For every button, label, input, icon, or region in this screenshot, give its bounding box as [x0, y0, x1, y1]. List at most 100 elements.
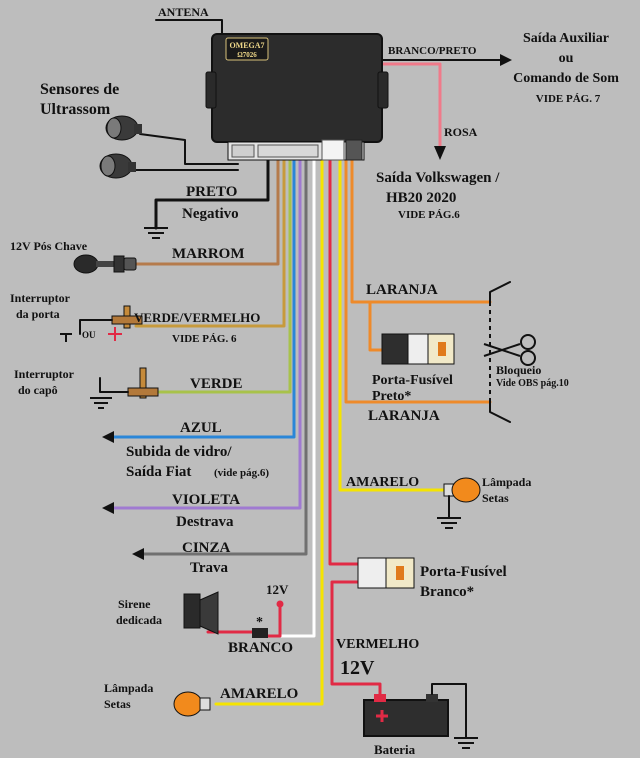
label-dedicada: dedicada	[116, 613, 162, 627]
branco-preto-arrow-icon	[500, 54, 512, 66]
label-cinza: CINZA	[182, 540, 231, 556]
lampada-setas-left-icon	[173, 691, 211, 717]
label-negativo: Negativo	[182, 206, 239, 222]
label-hb20: HB20 2020	[386, 190, 456, 206]
label-sensores: Sensores de	[40, 81, 119, 98]
vermelho-wire	[328, 158, 362, 566]
label-porta-fusivel-preto: Porta-Fusível	[372, 373, 453, 388]
label-setas-right: Setas	[482, 491, 509, 505]
label-azul: AZUL	[180, 420, 222, 436]
label-do-capo: do capô	[18, 383, 58, 397]
label-verde: VERDE	[190, 376, 243, 392]
ground-bateria-icon	[454, 737, 478, 749]
rosa-wire	[378, 62, 442, 150]
ground-preto-icon	[144, 227, 168, 239]
label-branco-preto: BRANCO/PRETO	[388, 45, 477, 57]
label-12v-sirene: 12V	[266, 582, 289, 597]
marrom-wire	[133, 158, 280, 266]
label-vide-pag7: VIDE PÁG. 7	[536, 93, 601, 105]
label-sirene: Sirene	[118, 597, 151, 611]
label-ou-door: OU	[82, 330, 96, 340]
label-lampada-left: Lâmpada	[104, 681, 153, 695]
label-bloqueio: Bloqueio	[496, 363, 541, 377]
label-interruptor-capo: Interruptor	[14, 367, 75, 381]
label-laranja-bottom: LARANJA	[368, 408, 440, 424]
porta-fusivel-branco-icon	[357, 557, 415, 589]
label-branco: BRANCO	[228, 640, 293, 656]
label-vide-pag6-c: (vide pág.6)	[214, 467, 269, 479]
verde-vermelho-wire	[134, 158, 286, 328]
label-comando-de-som: Comando de Som	[513, 71, 619, 86]
alarm-module: OMEGA7 Ω7026	[205, 33, 389, 161]
label-porta-fusivel-branco: Porta-Fusível	[420, 564, 507, 580]
label-amarelo-top: AMARELO	[346, 475, 419, 490]
label-destrava: Destrava	[176, 514, 234, 530]
ultrasonic-sensor-2-icon	[99, 153, 136, 179]
laranja-top-wire	[350, 158, 492, 304]
antenna-wire	[155, 19, 223, 39]
label-preto: PRETO	[186, 184, 237, 200]
sensor-wire-1	[139, 133, 239, 165]
label-trava: Trava	[190, 560, 229, 576]
label-amarelo-bottom: AMARELO	[220, 686, 298, 702]
label-laranja-top: LARANJA	[366, 282, 438, 298]
ground-capo-icon	[90, 397, 112, 409]
ground-door-icon	[60, 333, 72, 342]
label-marrom: MARROM	[172, 246, 244, 262]
key-icon	[73, 254, 137, 274]
label-vide-obs: Vide OBS pág.10	[496, 378, 569, 389]
label-bateria: Bateria	[374, 742, 416, 757]
laranja-bottom-wire	[344, 158, 492, 404]
label-branco-asterisk: Branco*	[420, 584, 474, 600]
amarelo-left-wire	[214, 158, 324, 706]
label-vermelho: VERMELHO	[336, 637, 419, 652]
azul-wire	[110, 158, 296, 439]
branco-wire	[266, 158, 316, 638]
label-rosa: ROSA	[444, 125, 478, 139]
bateria-icon	[363, 683, 467, 739]
label-ultrassom: Ultrassom	[40, 101, 111, 118]
label-vide-pag6-b: VIDE PÁG. 6	[172, 333, 237, 345]
azul-arrow-icon	[102, 431, 114, 443]
module-brand: OMEGA7	[229, 41, 264, 50]
label-verde-vermelho: VERDE/VERMELHO	[134, 310, 260, 325]
bloqueio-cut-icon	[489, 281, 511, 423]
label-saida-fiat: Saída Fiat	[126, 464, 191, 480]
scissors-icon	[483, 334, 536, 366]
module-model: Ω7026	[237, 51, 257, 59]
ultrasonic-sensor-1-icon	[105, 115, 142, 141]
label-lampada-right: Lâmpada	[482, 475, 531, 489]
sirene-12v-terminal-icon	[276, 600, 284, 608]
cinza-wire	[140, 158, 308, 556]
porta-fusivel-preto-icon	[381, 333, 455, 365]
label-vide-pag6-a: VIDE PÁG.6	[398, 209, 460, 221]
label-12v-bateria: 12V	[340, 657, 375, 679]
label-saida-vw: Saída Volkswagen /	[376, 170, 500, 186]
rosa-arrow-icon	[434, 146, 446, 160]
label-asterisk-sirene: *	[256, 615, 263, 630]
label-subida-vidro: Subida de vidro/	[126, 444, 232, 460]
door-switch-icon	[79, 305, 143, 335]
label-saida-auxiliar: Saída Auxiliar	[523, 31, 609, 46]
sirene-12v-wire	[266, 604, 282, 638]
label-antena: ANTENA	[158, 5, 209, 19]
cinza-arrow-icon	[132, 548, 144, 560]
violeta-wire	[110, 158, 302, 510]
plus-icon	[108, 327, 122, 341]
label-da-porta: da porta	[16, 307, 60, 321]
preto-wire	[154, 158, 270, 230]
violeta-arrow-icon	[102, 502, 114, 514]
label-setas-left: Setas	[104, 697, 131, 711]
ground-lampada-right-icon	[437, 517, 461, 529]
hood-switch-icon	[99, 367, 159, 399]
label-pos-chave: 12V Pós Chave	[10, 239, 88, 253]
amarelo-right-wire	[338, 158, 446, 492]
label-interruptor-porta: Interruptor	[10, 291, 71, 305]
lampada-setas-right-icon	[443, 477, 481, 519]
label-violeta: VIOLETA	[172, 492, 240, 508]
vermelho-wire-2	[330, 580, 382, 702]
sirene-icon	[183, 591, 268, 638]
laranja-fuse-wire	[368, 300, 384, 352]
verde-wire	[150, 158, 292, 394]
